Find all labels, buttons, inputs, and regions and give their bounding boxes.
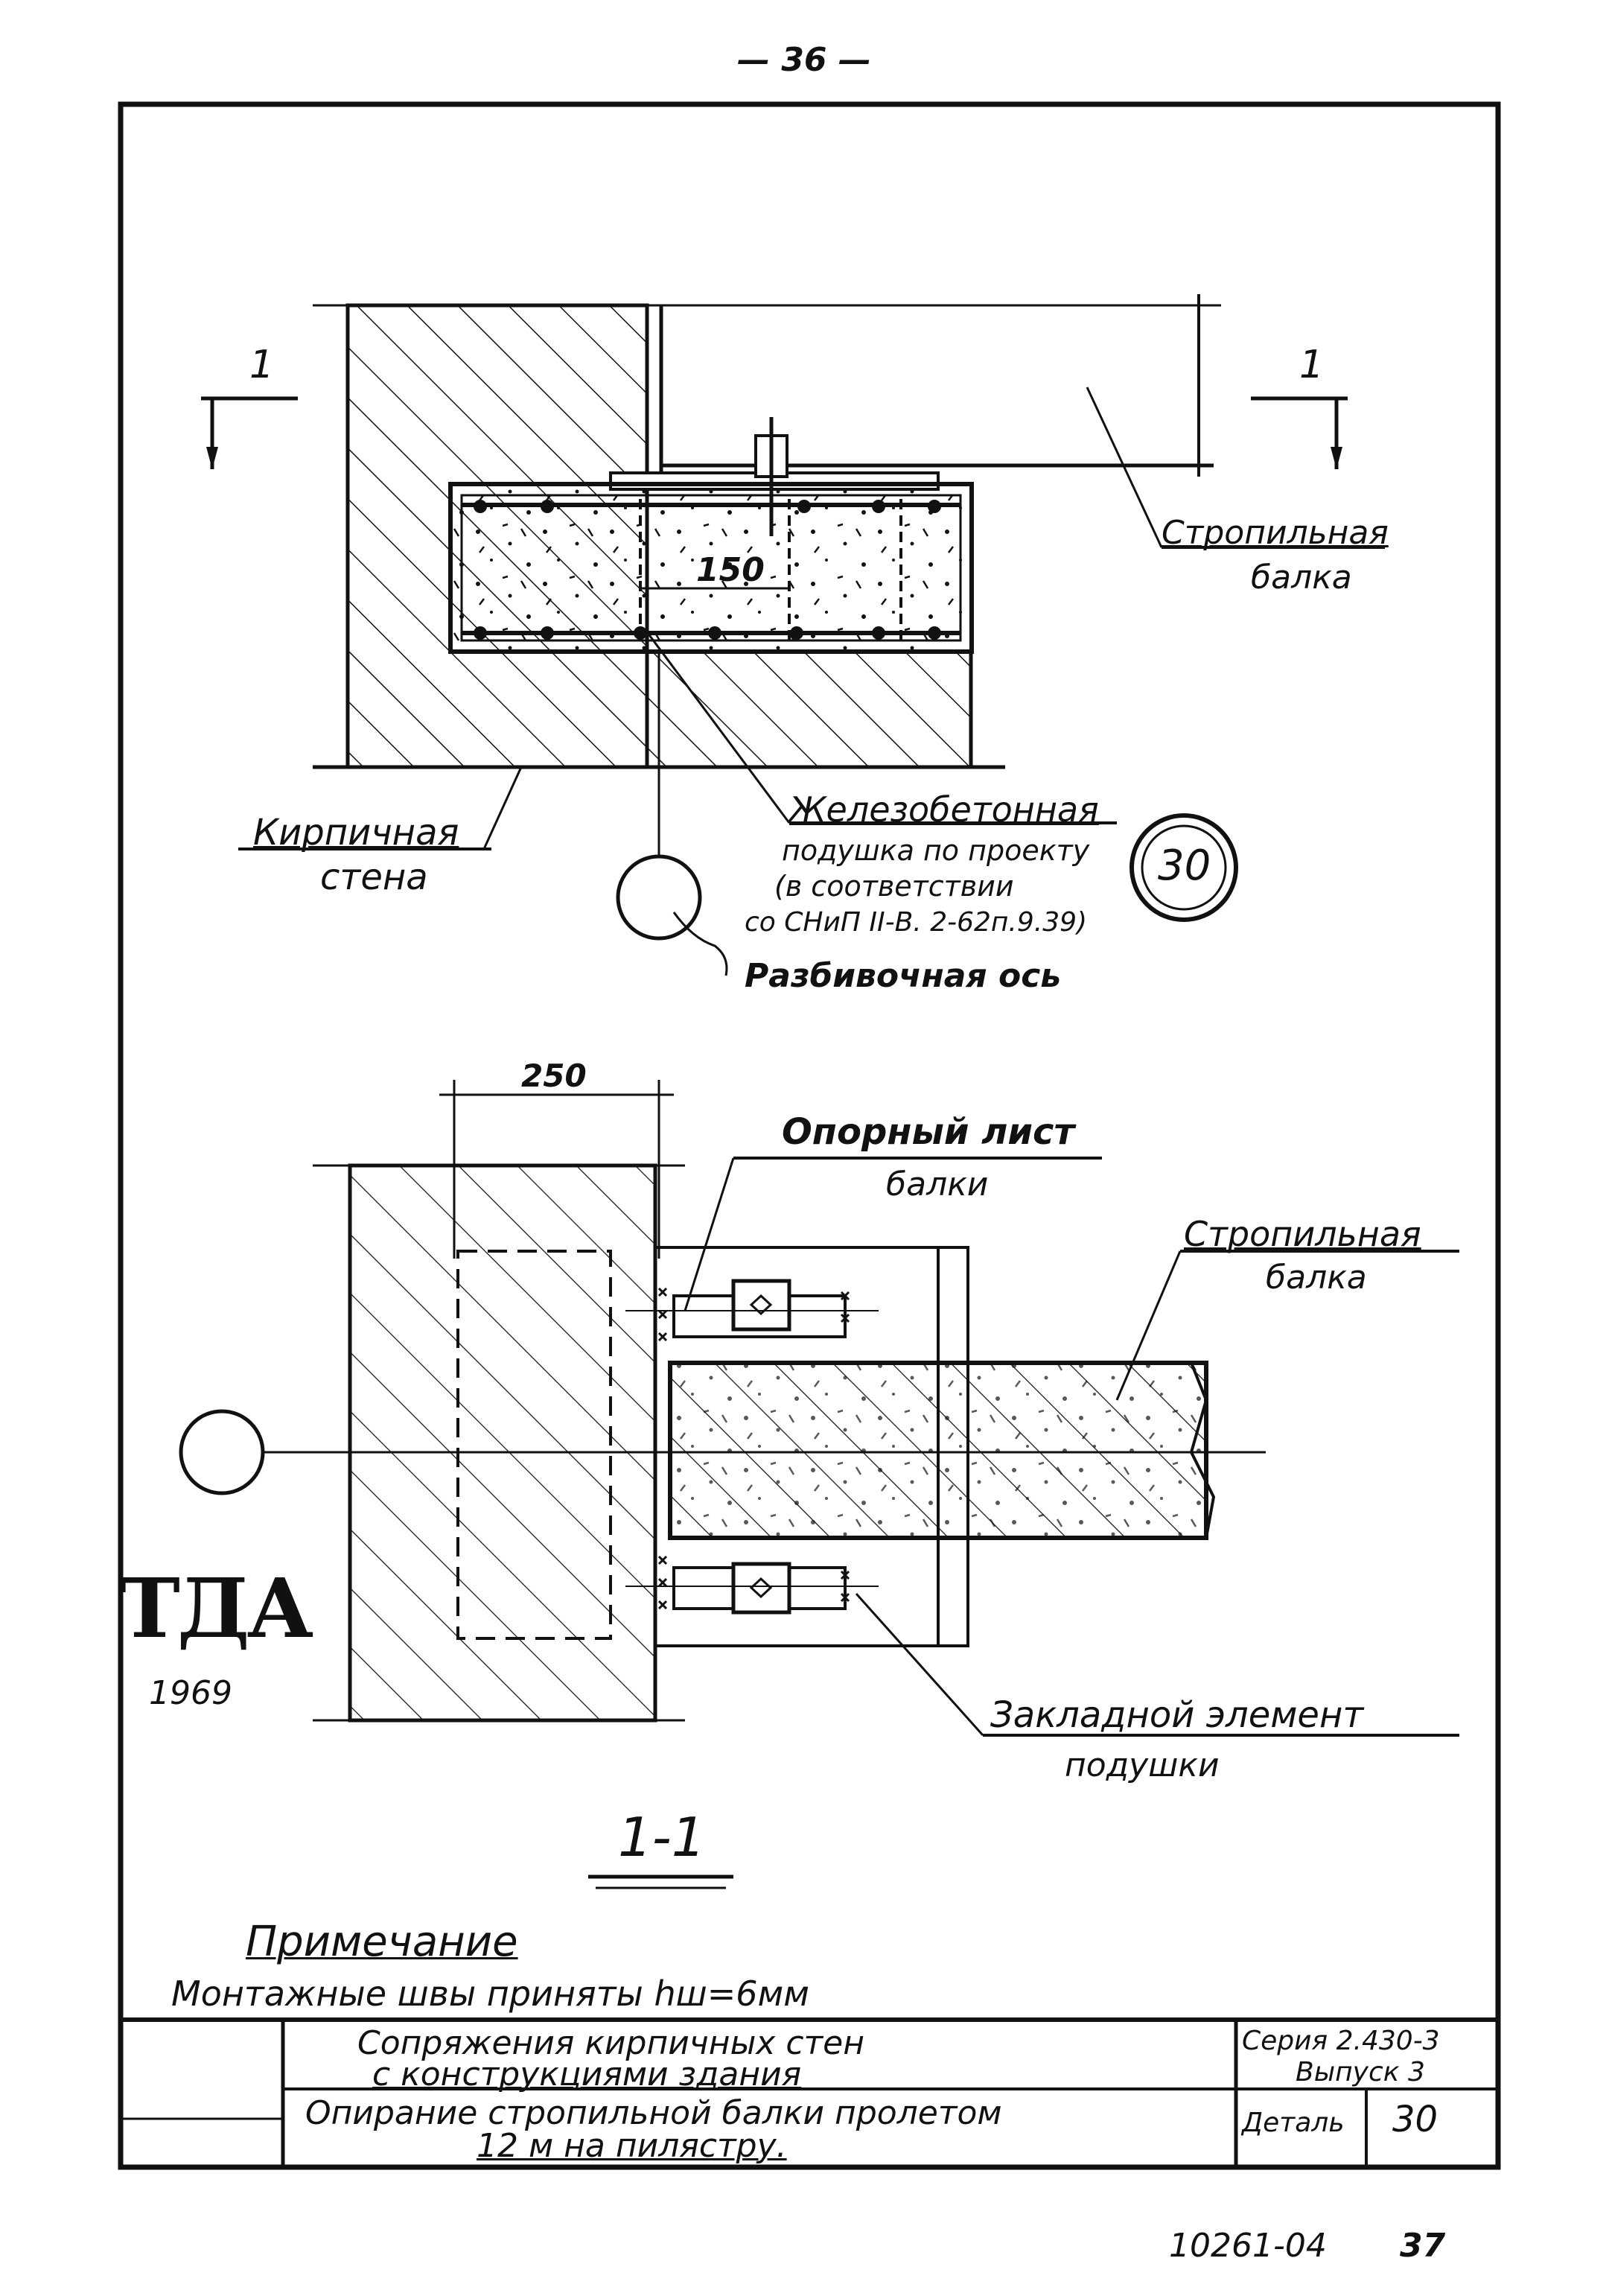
section-mark-right-label: 1 (1299, 343, 1325, 387)
bearing-plate-bottom (672, 1562, 847, 1615)
section-mark-left (201, 396, 298, 469)
axis-label: Разбивочная ось (745, 957, 1062, 995)
detail-badge-number: 30 (1158, 842, 1211, 890)
sheet-number: 37 (1400, 2227, 1446, 2265)
embed-label-line1: Закладной элемент (990, 1694, 1364, 1736)
document-code: 10261-04 (1169, 2227, 1327, 2265)
embed-label-line2: подушки (1065, 1746, 1220, 1784)
beam-label-line1: Стропильная (1162, 514, 1389, 552)
plate-label-line1: Опорный лист (782, 1111, 1075, 1153)
beam-label-line2: балка (1251, 559, 1352, 597)
top-view (201, 294, 1385, 976)
dimension-150: 150 (696, 551, 765, 589)
concrete-pad (448, 482, 974, 654)
dimension-250: 250 (521, 1058, 587, 1094)
axis-bubble-top (616, 854, 702, 941)
series-line1: Серия 2.430-3 (1242, 2026, 1440, 2056)
note-text: Монтажные швы приняты hш=6мм (171, 1974, 809, 2014)
wall-label-line1: Кирпичная (253, 812, 459, 853)
section-mark-left-label: 1 (249, 343, 275, 387)
section-title: 1-1 (618, 1806, 706, 1869)
title-line2: с конструкциями здания (372, 2055, 802, 2093)
detail-label: Деталь (1242, 2108, 1345, 2138)
section-beam-label-line1: Стропильная (1184, 1214, 1421, 1254)
page-number: — 36 — (737, 41, 871, 79)
title-block (121, 2017, 1498, 2167)
wall-label-line2: стена (320, 856, 428, 898)
title-line1: Сопряжения кирпичных стен (357, 2024, 864, 2062)
stamp-logo: ТДА (119, 1560, 313, 1656)
pad-label-line3: (в соответствии (774, 870, 1014, 903)
pilaster (645, 649, 973, 769)
pad-label-line2: подушка по проекту (782, 834, 1090, 867)
sheet-frame (118, 101, 1501, 2170)
section-beam-label-line2: балка (1266, 1259, 1367, 1297)
detail-badge (1130, 813, 1238, 922)
pad-label-line1: Железобетонная (789, 789, 1099, 830)
subtitle-line2: 12 м на пилястру. (477, 2127, 787, 2165)
section-1-1 (179, 1080, 1459, 1889)
note-title: Примечание (246, 1918, 518, 1966)
section-mark-right (1251, 396, 1348, 469)
detail-value: 30 (1392, 2099, 1438, 2140)
stamp-year: 1969 (149, 1674, 232, 1712)
pilaster-section (348, 1163, 657, 1723)
plate-label-line2: балки (886, 1166, 989, 1203)
bearing-plate-top (672, 1279, 847, 1338)
axis-bubble-section (179, 1409, 265, 1495)
pad-label-line4: со СНиП II-В. 2-62п.9.39) (745, 907, 1088, 938)
series-line2: Выпуск 3 (1296, 2057, 1425, 2087)
subtitle-line1: Опирание стропильной балки пролетом (305, 2094, 1002, 2132)
